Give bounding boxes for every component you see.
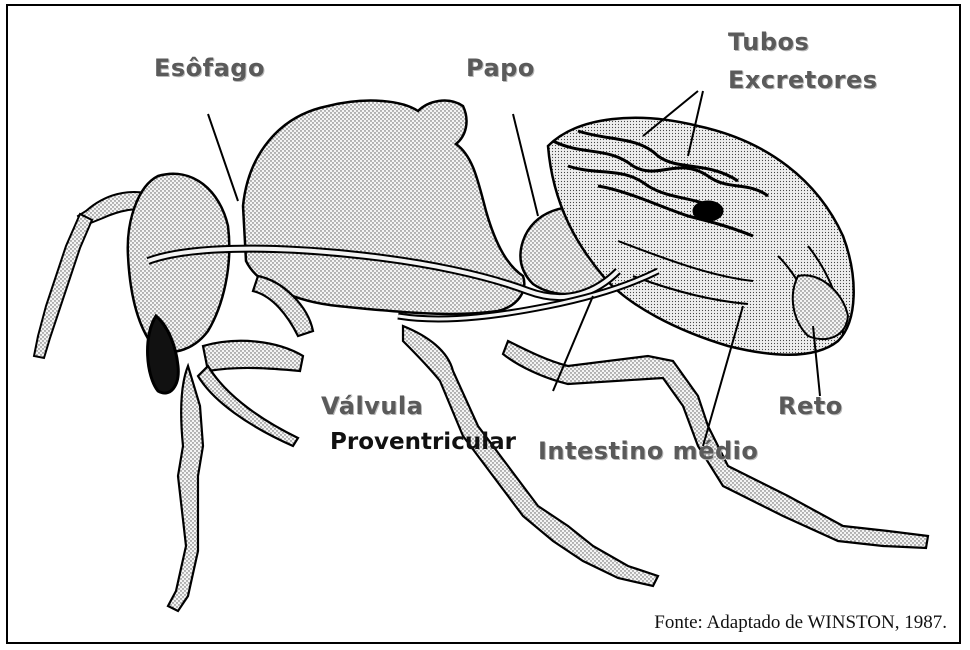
ant-digestive-system-illustration <box>8 6 961 644</box>
figure-frame: Esôfago Papo Tubos Excretores Válvula Pr… <box>6 4 961 644</box>
source-caption: Fonte: Adaptado de WINSTON, 1987. <box>654 612 947 634</box>
label-reto: Reto <box>778 394 843 418</box>
label-valvula-line2: Proventricular <box>330 431 516 454</box>
label-papo: Papo <box>466 56 535 80</box>
head <box>128 174 230 352</box>
papo-crop <box>243 101 524 314</box>
label-valvula-line1: Válvula <box>321 394 423 418</box>
label-tubos-line2: Excretores <box>728 68 878 92</box>
label-esofago: Esôfago <box>154 56 265 80</box>
label-intestino-medio: Intestino médio <box>538 439 758 463</box>
label-tubos-line1: Tubos <box>728 30 809 54</box>
